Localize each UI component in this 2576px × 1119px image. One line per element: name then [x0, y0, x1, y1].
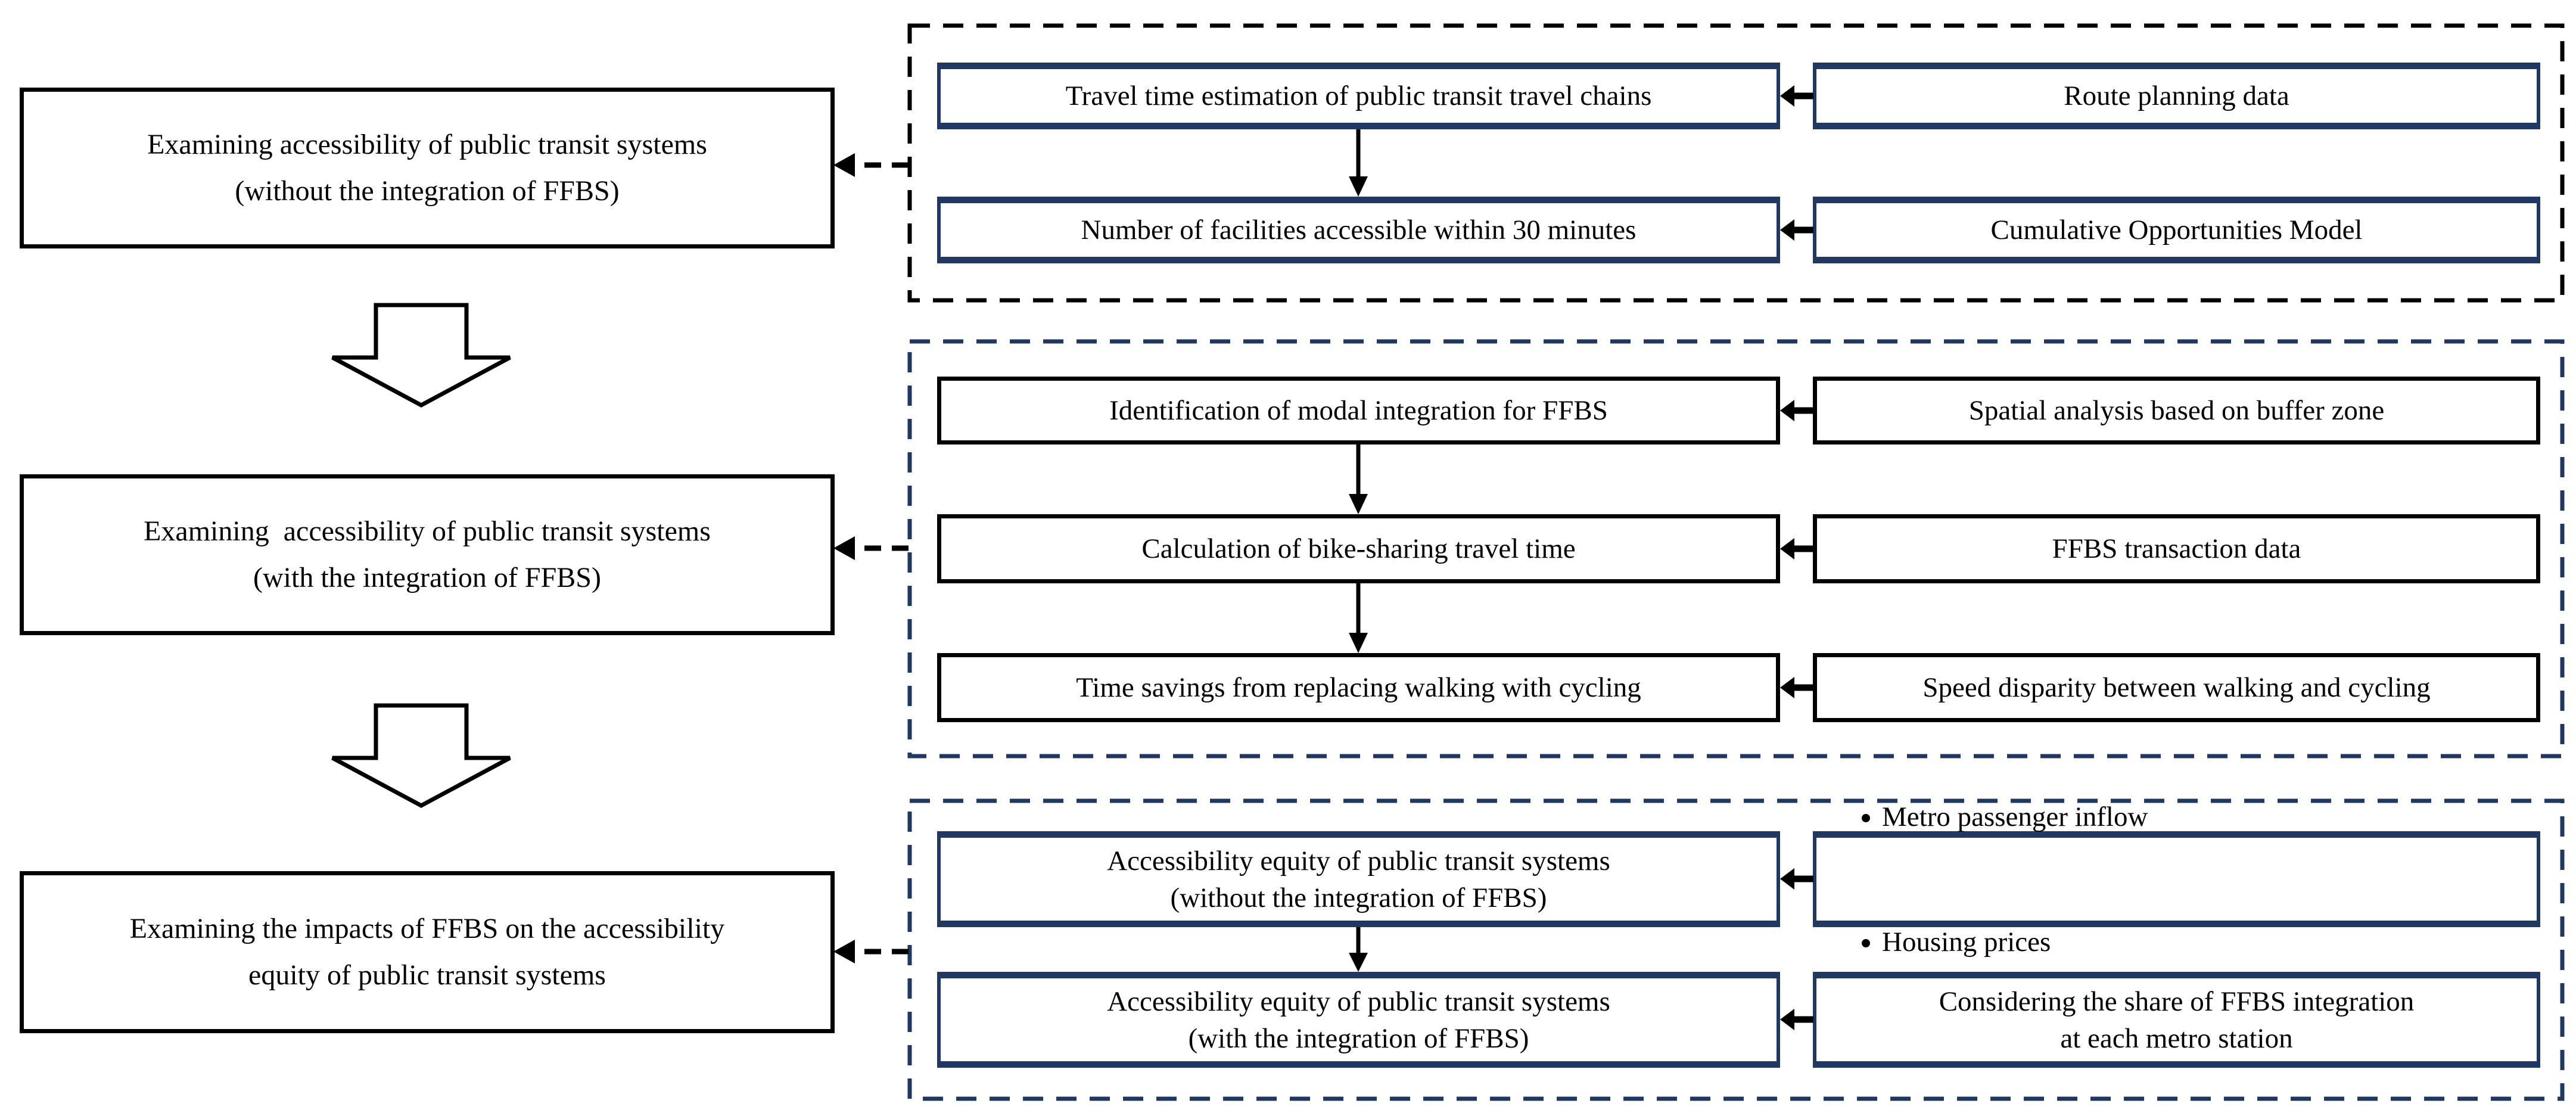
input-box-equity-factors: Metro passenger inflow Housing prices — [1813, 801, 2540, 958]
dashed-panel-3-border — [907, 798, 2565, 1101]
process-box-equity-without-ffbs: Accessibility equity of public transit s… — [937, 831, 1780, 927]
equity-factors-list: Metro passenger inflow Housing prices — [1816, 717, 2148, 1042]
process-box-equity-with-ffbs: Accessibility equity of public transit s… — [937, 972, 1780, 1068]
process-box-bike-sharing-travel-time: Calculation of bike-sharing travel time — [937, 514, 1780, 583]
input-box-spatial-analysis: Spatial analysis based on buffer zone — [1813, 377, 2540, 445]
arrow-left-icon — [1780, 868, 1813, 890]
arrow-down-icon — [1349, 583, 1368, 653]
input-box-speed-disparity: Speed disparity between walking and cycl… — [1813, 653, 2540, 722]
list-item: Metro passenger inflow — [1882, 798, 2148, 835]
arrow-down-icon — [1349, 445, 1368, 514]
process-box-time-savings: Time savings from replacing walking with… — [937, 653, 1780, 722]
list-item: Housing prices — [1882, 924, 2148, 961]
input-box-ffbs-transaction-data: FFBS transaction data — [1813, 514, 2540, 583]
input-box-route-planning-data: Route planning data — [1813, 63, 2540, 129]
arrow-left-icon — [1780, 677, 1813, 698]
arrow-left-icon — [1780, 85, 1813, 107]
block-arrow-down-icon — [331, 303, 511, 408]
process-box-travel-time-estimation: Travel time estimation of public transit… — [937, 63, 1780, 129]
arrow-left-icon — [1780, 1009, 1813, 1030]
block-arrow-down-icon — [331, 703, 511, 808]
arrow-left-icon — [1780, 538, 1813, 560]
left-step-box-2: Examining accessibility of public transi… — [20, 474, 835, 635]
arrow-left-icon — [1780, 219, 1813, 241]
dashed-arrow-left-icon — [833, 536, 909, 560]
left-step-box-3: Examining the impacts of FFBS on the acc… — [20, 871, 835, 1033]
input-box-cumulative-opportunities-model: Cumulative Opportunities Model — [1813, 197, 2540, 263]
dashed-arrow-left-icon — [833, 153, 909, 177]
input-box-ffbs-integration-share: Considering the share of FFBS integratio… — [1813, 972, 2540, 1068]
dashed-panel-1-border — [907, 23, 2565, 303]
arrow-down-icon — [1349, 129, 1368, 197]
dashed-arrow-left-icon — [833, 940, 909, 963]
left-step-box-1: Examining accessibility of public transi… — [20, 88, 835, 248]
arrow-left-icon — [1780, 400, 1813, 421]
process-box-modal-integration: Identification of modal integration for … — [937, 377, 1780, 445]
process-box-facilities-accessible: Number of facilities accessible within 3… — [937, 197, 1780, 263]
arrow-down-icon — [1349, 927, 1368, 972]
